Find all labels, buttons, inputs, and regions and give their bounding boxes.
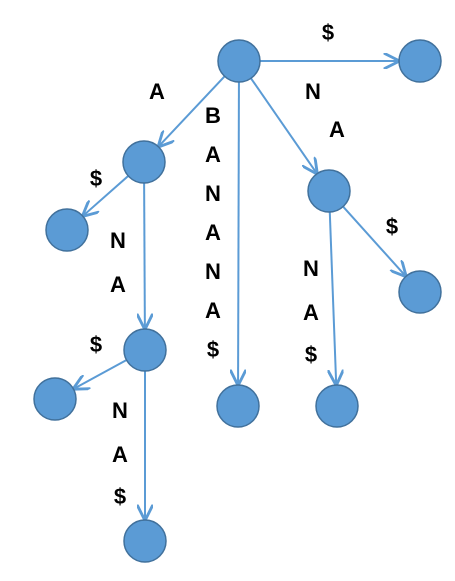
node-n-nana	[315, 384, 359, 428]
edge-label-char: $	[207, 337, 219, 362]
node-n-na-dollar	[398, 270, 442, 314]
edge-label-char: $	[90, 332, 102, 357]
edge-root-a	[159, 75, 226, 146]
edge-label-char: $	[305, 342, 317, 367]
edge-label-char: $	[114, 484, 126, 509]
edge-a-dollar	[83, 175, 129, 216]
edge-label-char: A	[303, 300, 319, 325]
edge-label-char: N	[112, 398, 128, 423]
edge-label-char: A	[149, 79, 165, 104]
edge-label-char: A	[205, 298, 221, 323]
node-n-anana	[123, 519, 167, 563]
node-n-banana	[216, 384, 260, 428]
edge-label-char: N	[205, 181, 221, 206]
edge-label-char: A	[329, 117, 345, 142]
node-n-na	[307, 169, 351, 213]
edge-na-dollar	[342, 205, 405, 276]
node-n-a-dollar	[45, 208, 89, 252]
edge-label-root-na: NA	[305, 79, 345, 142]
edge-root-na	[250, 77, 317, 173]
node-n-dollar	[398, 39, 442, 83]
edge-na-na	[330, 211, 336, 384]
edge-label-root-a: A	[149, 79, 165, 104]
edge-label-char: N	[303, 256, 319, 281]
edge-label-char: N	[110, 228, 126, 253]
edge-label-ana-na: NA $	[112, 398, 128, 509]
edge-label-char: N	[205, 259, 221, 284]
edge-ana-dollar	[74, 359, 128, 388]
node-n-a	[122, 140, 166, 184]
edge-label-char: B	[205, 103, 221, 128]
node-n-ana-dollar	[33, 377, 77, 421]
edges-layer	[74, 61, 405, 519]
edge-label-char: A	[205, 142, 221, 167]
edge-root-banana	[238, 81, 239, 384]
edge-label-char: A	[205, 220, 221, 245]
edge-label-root-dollar: $	[322, 20, 334, 45]
edge-label-a-dollar: $	[90, 166, 102, 191]
edge-label-a-na: NA	[110, 228, 126, 297]
edge-label-ana-dollar: $	[90, 332, 102, 357]
edge-a-na	[144, 182, 145, 328]
nodes-layer	[33, 39, 442, 563]
edge-label-na-na: NA $	[303, 256, 319, 367]
node-root	[217, 39, 261, 83]
edge-label-na-dollar: $	[386, 214, 398, 239]
edge-label-char: N	[305, 79, 321, 104]
edge-label-char: A	[110, 272, 126, 297]
edge-label-char: $	[90, 166, 102, 191]
edge-label-char: $	[322, 20, 334, 45]
edge-label-char: A	[112, 442, 128, 467]
node-n-ana	[123, 328, 167, 372]
edge-label-char: $	[386, 214, 398, 239]
